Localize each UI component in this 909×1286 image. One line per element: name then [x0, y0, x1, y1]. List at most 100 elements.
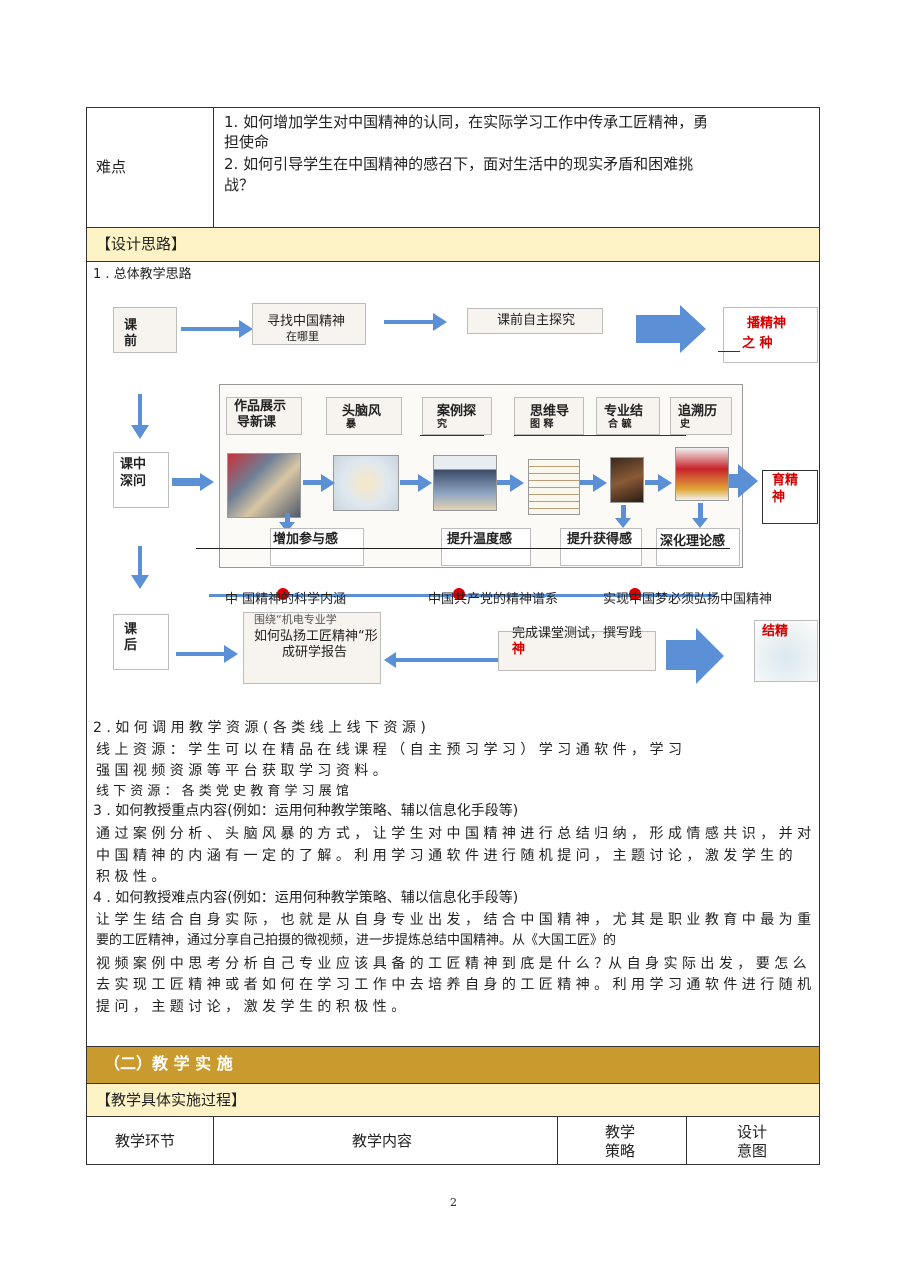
- feeling-label: 深化理论感: [660, 534, 726, 549]
- big-arrow-right-icon: [696, 628, 724, 684]
- big-arrow-right-icon: [680, 305, 706, 353]
- section2-line: 强 国 视 频 资 源 等 平 台 获 取 学 习 资 料 。: [96, 763, 387, 779]
- col-header-intent: 意图: [737, 1142, 768, 1160]
- arrow-shaft: [400, 480, 420, 485]
- stage-pre-label: 课: [124, 318, 138, 333]
- tab-box: [326, 397, 402, 435]
- result-post-text: 结精: [762, 624, 789, 639]
- arrow-shaft: [138, 394, 142, 426]
- tab-box: [596, 397, 660, 435]
- tab-label: 合 毓: [608, 419, 632, 430]
- result-mid-text: 育精: [772, 473, 799, 488]
- result-pre-box: [723, 307, 818, 363]
- feeling-box: [270, 528, 364, 566]
- post-task-box: [243, 612, 381, 684]
- arrow-right-icon: [418, 474, 432, 492]
- underline-mark: [718, 351, 740, 352]
- stage-post-box: [113, 614, 169, 670]
- difficulty-label: 难点: [96, 158, 127, 176]
- arrow-down-icon: [131, 575, 149, 589]
- arrow-shaft: [580, 480, 594, 485]
- tab-box: [670, 397, 732, 435]
- result-post-box: [754, 620, 818, 682]
- result-mid-box: [762, 470, 818, 524]
- tab-label: 追溯历: [678, 404, 718, 419]
- col-header-strategy: 策略: [605, 1142, 636, 1160]
- self-study-text: 课前自主探究: [497, 313, 576, 328]
- stage-mid-box: [113, 452, 169, 508]
- difficulty-line: 担使命: [224, 133, 270, 151]
- tab-box: [226, 397, 302, 435]
- section4-line: 视 频 案 例 中 思 考 分 析 自 己 专 业 应 该 具 备 的 工 匠 …: [96, 956, 807, 972]
- arrow-down-icon: [131, 425, 149, 439]
- feeling-box: [656, 528, 740, 566]
- timeline-dot: [277, 588, 289, 600]
- post-task-overlay: 围绕“机电专业学: [254, 613, 337, 626]
- process-header-bg: [87, 1084, 819, 1116]
- rule: [86, 261, 820, 262]
- timeline-text: 中 国精神的科学内涵: [225, 592, 347, 607]
- find-spirit-box: [252, 303, 366, 345]
- section3-title: 3 . 如何教授重点内容(例如：运用何种教学策略、辅以信息化手段等): [93, 803, 519, 819]
- feeling-box: [441, 528, 531, 566]
- arrow-down-icon: [615, 518, 631, 528]
- tab-label: 图 释: [530, 419, 554, 430]
- arrow-right-icon: [510, 474, 524, 492]
- stage-mid-label: 深问: [120, 474, 147, 489]
- stage-pre-box: [113, 307, 177, 353]
- stage-pre-label: 前: [124, 334, 138, 349]
- arrow-shaft: [285, 513, 290, 523]
- tab-box: [514, 397, 584, 435]
- arrow-shaft: [172, 478, 202, 486]
- col-header-intent: 设计: [737, 1123, 768, 1141]
- rule: [86, 1116, 820, 1117]
- section3-line: 中 国 精 神 的 内 涵 有 一 定 的 了 解 。 利 用 学 习 通 软 …: [96, 848, 793, 864]
- implementation-header: （二）教 学 实 施: [104, 1054, 233, 1073]
- timeline-dot: [453, 588, 465, 600]
- col-divider: [213, 1116, 214, 1165]
- section4-line: 让 学 生 结 合 自 身 实 际 ， 也 就 是 从 自 身 专 业 出 发 …: [96, 912, 812, 928]
- arrow-right-icon: [239, 320, 253, 338]
- row-divider-v: [213, 107, 214, 227]
- col-header-stage: 教学环节: [115, 1132, 176, 1150]
- post-task-text: 成研学报告: [282, 645, 348, 660]
- tab-label: 案例探: [437, 404, 477, 419]
- tab-box: [422, 397, 492, 435]
- post-test-box: [498, 631, 656, 671]
- difficulty-line: 2. 如何引导学生在中国精神的感召下，面对生活中的现实矛盾和困难挑: [224, 155, 694, 173]
- feeling-label: 提升温度感: [447, 532, 513, 547]
- rule: [86, 227, 820, 228]
- feeling-label: 增加参与感: [273, 532, 339, 547]
- arrow-shaft: [698, 503, 703, 519]
- section4-line: 要的工匠精神，通过分享自己拍摄的微视频，进一步提炼总结中国精神。从《大国工匠》的: [96, 933, 617, 948]
- col-header-strategy: 教学: [605, 1123, 636, 1141]
- col-divider: [686, 1116, 687, 1165]
- col-divider: [557, 1116, 558, 1165]
- case-study-image: [433, 455, 497, 511]
- arrow-shaft: [176, 652, 226, 656]
- section2-title: 2 . 如 何 调 用 教 学 资 源 ( 各 类 线 上 线 下 资 源 ): [93, 720, 426, 736]
- post-test-text: 完成课堂测试，撰写践: [512, 626, 643, 641]
- arrow-down-icon: [692, 518, 708, 528]
- big-arrow-shaft: [666, 640, 698, 670]
- arrow-right-icon: [200, 473, 214, 491]
- underline-mark: [420, 435, 484, 436]
- feeling-box: [560, 528, 642, 566]
- stage-mid-label: 课中: [120, 457, 147, 472]
- section4-title: 4 . 如何教授难点内容(例如：运用何种教学策略、辅以信息化手段等): [93, 890, 519, 906]
- arrow-shaft: [729, 474, 739, 488]
- section3-line: 积 极 性 。: [96, 869, 166, 885]
- tab-label: 导新课: [237, 415, 277, 430]
- arrow-shaft: [395, 658, 499, 662]
- rule: [86, 1083, 820, 1084]
- timeline-dot: [629, 588, 641, 600]
- section1-title: 1 . 总体教学思路: [93, 267, 192, 282]
- arrow-shaft: [138, 546, 142, 576]
- arrow-shaft: [497, 480, 511, 485]
- divider-line: [196, 548, 730, 549]
- implementation-header-bg: [87, 1047, 819, 1083]
- tab-label: 作品展示: [234, 399, 287, 414]
- underline-mark: [514, 435, 686, 436]
- big-arrow-shaft: [636, 315, 682, 343]
- tab-label: 思维导: [530, 404, 570, 419]
